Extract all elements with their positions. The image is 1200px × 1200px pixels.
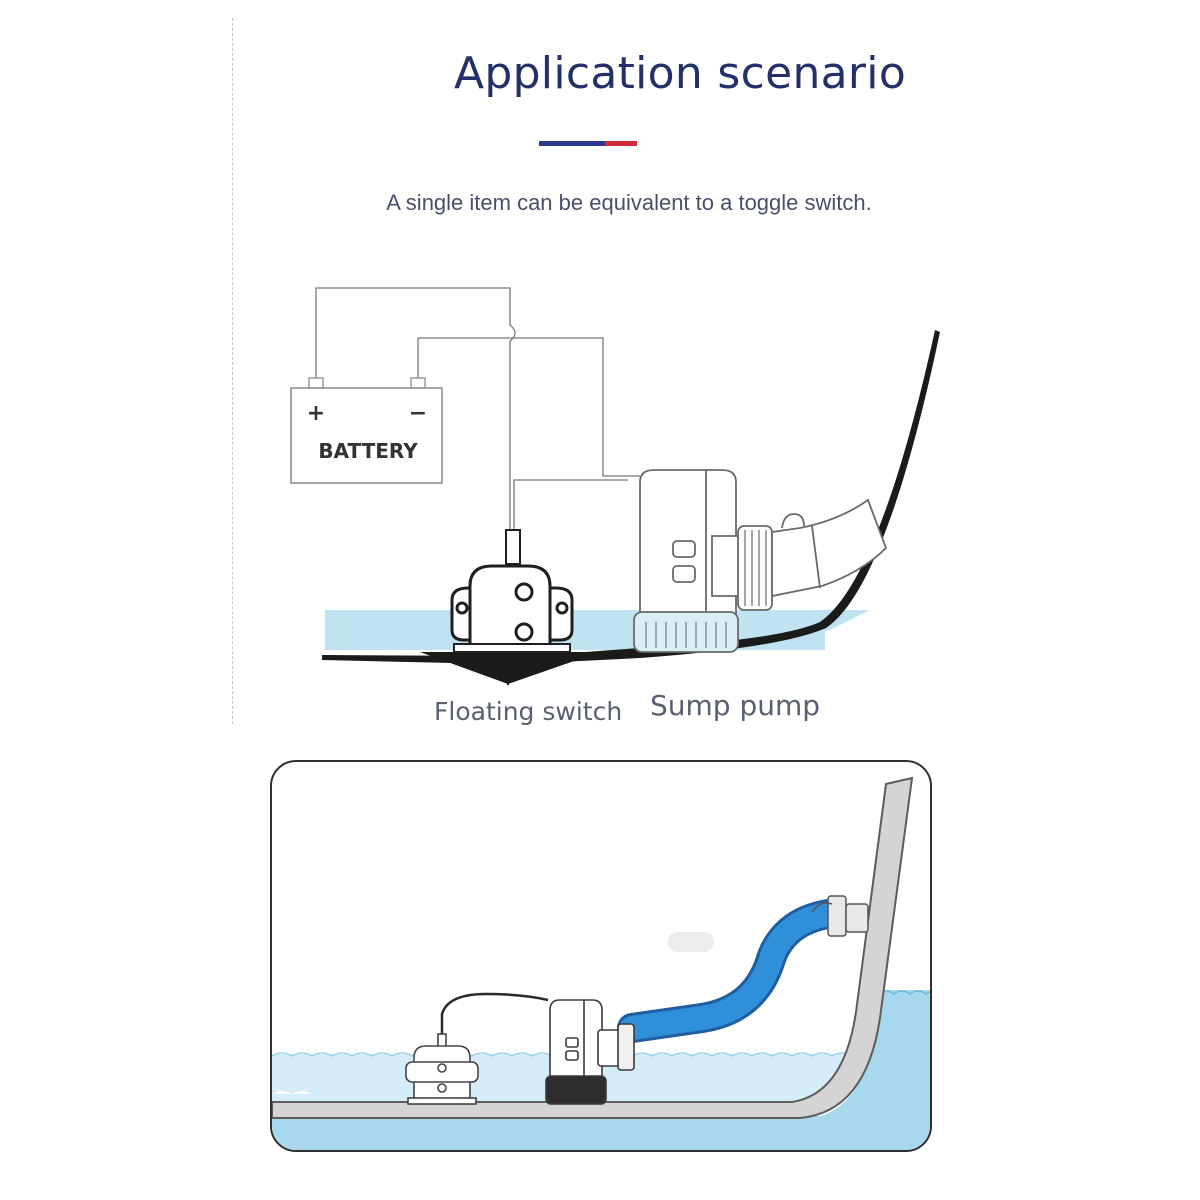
switch-cable xyxy=(440,992,549,1044)
pump-hose xyxy=(771,498,888,598)
wire-positive xyxy=(315,287,516,530)
switch-base xyxy=(453,643,571,653)
battery: + − BATTERY xyxy=(290,377,443,484)
switch-mount-hole-left xyxy=(455,601,469,615)
page-title: Application scenario xyxy=(453,48,907,99)
sump-pump xyxy=(633,469,888,653)
pump-strainer-slots xyxy=(645,622,727,648)
installation-illustration xyxy=(272,776,930,1150)
hull-keel xyxy=(420,652,600,684)
switch-upper-hole xyxy=(514,582,534,602)
wiring-diagram: + − BATTERY xyxy=(290,287,940,686)
pump-nut-grip xyxy=(744,530,767,606)
sump-pump-label: Sump pump xyxy=(650,689,821,722)
battery-terminal-negative xyxy=(410,377,426,389)
through-hull-fitting xyxy=(811,895,869,937)
floating-switch xyxy=(450,529,574,653)
installation-illustration-panel xyxy=(270,760,932,1152)
hull xyxy=(272,776,914,1119)
switch-body xyxy=(468,564,552,650)
reflection-highlight xyxy=(668,932,714,952)
battery-minus-sign: − xyxy=(409,401,427,426)
floating-switch-label: Floating switch xyxy=(434,697,623,726)
wire-negative xyxy=(417,337,640,477)
battery-label: BATTERY xyxy=(318,439,418,463)
switch-cable-sleeve xyxy=(505,529,521,565)
battery-plus-sign: + xyxy=(307,401,325,426)
switch-lower-hole xyxy=(514,622,534,642)
discharge-hose-inner xyxy=(620,902,840,1040)
page-subtitle: A single item can be equivalent to a tog… xyxy=(386,190,872,215)
accent-red-segment xyxy=(605,141,637,146)
pump-hose-clamp xyxy=(781,513,805,529)
wire-switch xyxy=(513,479,628,530)
battery-body xyxy=(290,387,443,484)
accent-blue-segment xyxy=(539,141,605,146)
battery-terminal-positive xyxy=(308,377,324,389)
title-accent-bar xyxy=(539,141,637,146)
float-switch-small xyxy=(405,1033,479,1105)
dashed-guide-line xyxy=(232,18,233,724)
wires xyxy=(315,287,640,530)
pump-outlet-nut xyxy=(737,525,773,611)
pump-label-slot-top xyxy=(672,540,696,558)
pump-label-slot-bottom xyxy=(672,565,696,583)
switch-mount-hole-right xyxy=(555,601,569,615)
sump-pump-small xyxy=(545,999,635,1105)
pump-hose-seam xyxy=(811,525,821,589)
